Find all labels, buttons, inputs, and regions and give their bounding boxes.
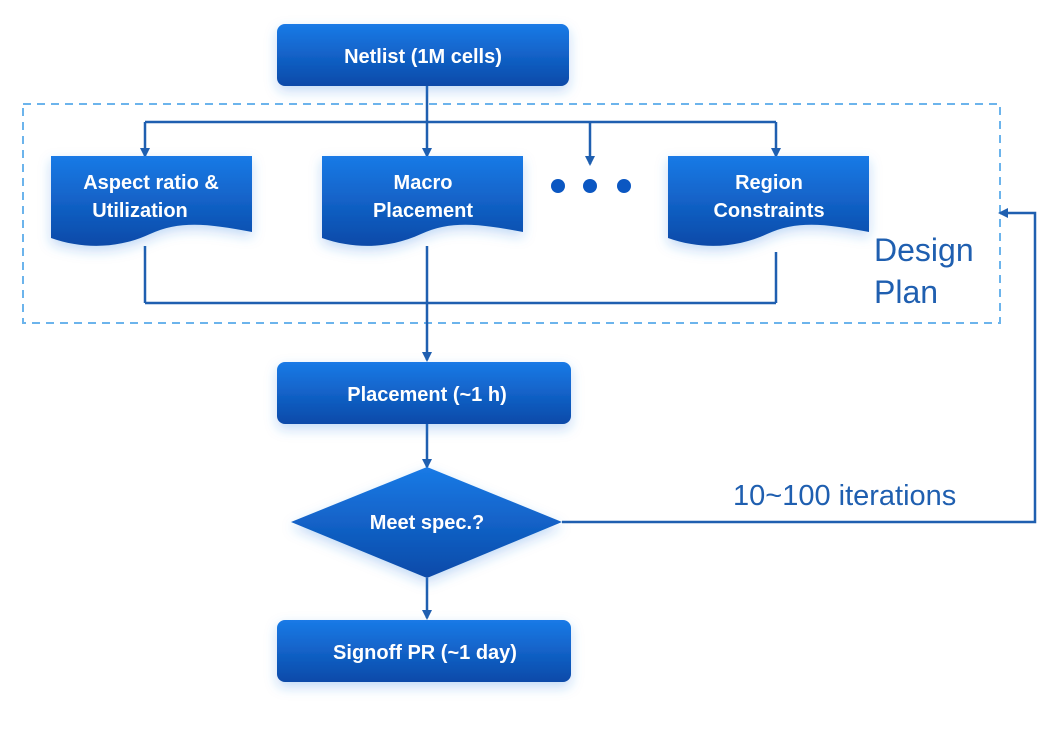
- design-plan-label-line2: Plan: [874, 274, 938, 310]
- macro-placement-label-line2: Placement: [373, 200, 473, 222]
- design-plan-label-line1: Design: [874, 232, 974, 268]
- region-constraints-node[interactable]: [668, 156, 869, 246]
- design-plan-region: [22, 103, 1001, 324]
- macro-placement-label-line1: Macro: [394, 172, 453, 194]
- connector-feedback-loop: [562, 208, 1037, 524]
- ellipsis-dots-icon: [551, 179, 631, 193]
- feedback-iterations-label: 10~100 iterations: [733, 480, 956, 512]
- aspect-ratio-label-line1: Aspect ratio &: [83, 172, 219, 194]
- placement-node[interactable]: [277, 362, 571, 424]
- region-constraints-label-line1: Region: [735, 172, 803, 194]
- connectors: [140, 86, 1037, 620]
- aspect-ratio-label-line2: Utilization: [92, 200, 188, 222]
- placement-label: Placement (~1 h): [347, 384, 507, 406]
- netlist-label: Netlist (1M cells): [344, 46, 502, 68]
- meet-spec-decision[interactable]: [291, 467, 562, 578]
- macro-placement-node[interactable]: [322, 156, 523, 246]
- signoff-node[interactable]: [277, 620, 571, 682]
- region-constraints-label-line2: Constraints: [713, 200, 824, 222]
- netlist-node[interactable]: [277, 24, 569, 86]
- signoff-label: Signoff PR (~1 day): [333, 642, 517, 664]
- meet-spec-label: Meet spec.?: [370, 512, 484, 534]
- aspect-ratio-node[interactable]: [51, 156, 252, 246]
